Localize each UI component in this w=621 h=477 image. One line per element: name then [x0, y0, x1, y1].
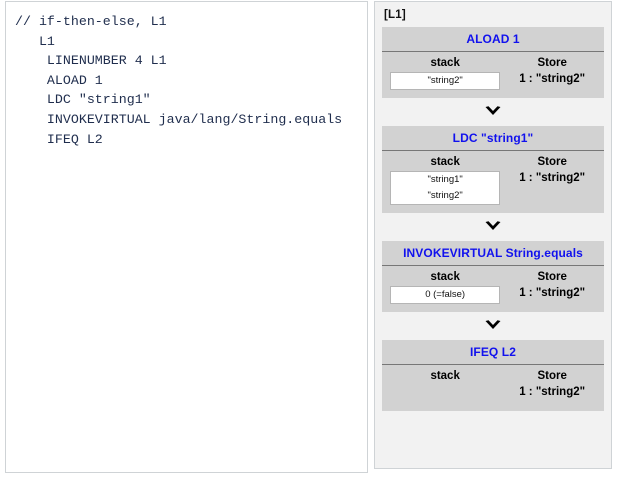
step-title: ALOAD 1 — [382, 27, 604, 52]
chevron-down-icon — [382, 98, 604, 126]
step-body: stack "string1" "string2" Store 1 : "str… — [382, 151, 604, 213]
store-value: 1 : "string2" — [519, 287, 586, 299]
bytecode-listing: // if-then-else, L1 L1 LINENUMBER 4 L1 A… — [15, 14, 343, 147]
store-column: Store 1 : "string2" — [506, 57, 604, 86]
stack-box: "string1" "string2" — [390, 171, 501, 205]
stack-box: 0 (=false) — [390, 286, 501, 304]
store-heading: Store — [537, 370, 567, 382]
step-body: stack Store 1 : "string2" — [382, 365, 604, 411]
chevron-down-icon — [382, 312, 604, 340]
store-value: 1 : "string2" — [519, 172, 586, 184]
step-body: stack "string2" Store 1 : "string2" — [382, 52, 604, 98]
chevron-down-icon — [382, 213, 604, 241]
execution-state-panel: [L1] ALOAD 1 stack "string2" Store 1 : "… — [374, 1, 612, 469]
step-block: LDC "string1" stack "string1" "string2" … — [382, 126, 604, 213]
stack-cell: 0 (=false) — [425, 289, 466, 300]
stack-heading: stack — [430, 370, 460, 382]
step-block: IFEQ L2 stack Store 1 : "string2" — [382, 340, 604, 411]
stack-column: stack "string1" "string2" — [382, 156, 506, 205]
step-block: INVOKEVIRTUAL String.equals stack 0 (=fa… — [382, 241, 604, 312]
stack-column: stack — [382, 370, 506, 385]
store-column: Store 1 : "string2" — [506, 156, 604, 185]
frame-label: [L1] — [384, 9, 406, 21]
bytecode-code-panel: // if-then-else, L1 L1 LINENUMBER 4 L1 A… — [5, 1, 368, 473]
store-heading: Store — [537, 271, 567, 283]
store-heading: Store — [537, 57, 567, 69]
stack-box: "string2" — [390, 72, 501, 90]
step-title: LDC "string1" — [382, 126, 604, 151]
stack-heading: stack — [430, 57, 460, 69]
stack-cell: "string2" — [427, 75, 463, 86]
step-block: ALOAD 1 stack "string2" Store 1 : "strin… — [382, 27, 604, 98]
store-column: Store 1 : "string2" — [506, 370, 604, 399]
store-value: 1 : "string2" — [519, 73, 586, 85]
stack-heading: stack — [430, 271, 460, 283]
stack-heading: stack — [430, 156, 460, 168]
stack-cell: "string2" — [427, 190, 463, 201]
stack-column: stack "string2" — [382, 57, 506, 90]
step-title: INVOKEVIRTUAL String.equals — [382, 241, 604, 266]
store-value: 1 : "string2" — [519, 386, 586, 398]
store-column: Store 1 : "string2" — [506, 271, 604, 300]
stack-column: stack 0 (=false) — [382, 271, 506, 304]
step-body: stack 0 (=false) Store 1 : "string2" — [382, 266, 604, 312]
stack-cell: "string1" — [427, 174, 463, 185]
store-heading: Store — [537, 156, 567, 168]
step-title: IFEQ L2 — [382, 340, 604, 365]
